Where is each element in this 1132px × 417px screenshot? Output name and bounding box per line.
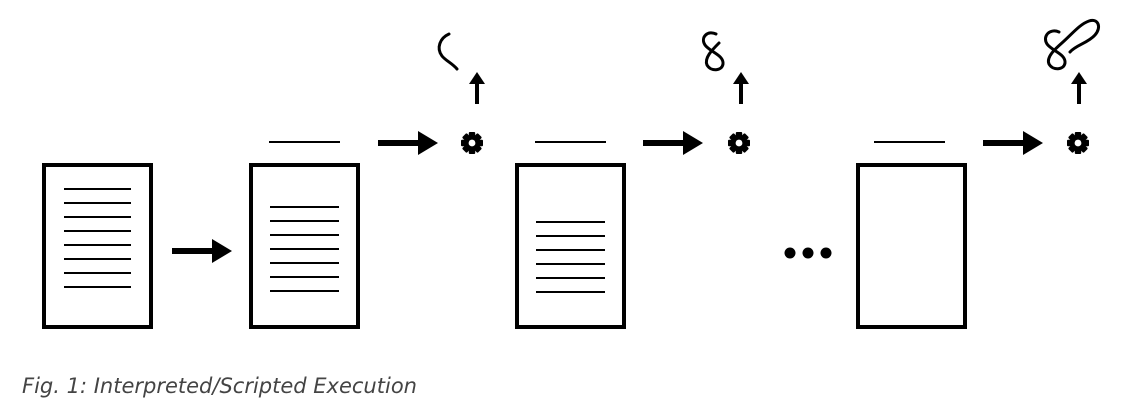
document-4	[856, 141, 967, 329]
up-arrow-icon	[469, 72, 485, 104]
document-1-lines	[64, 188, 131, 288]
document-3	[515, 141, 626, 329]
document-icon	[515, 163, 626, 329]
gear-icon	[1067, 132, 1089, 154]
execution-diagram	[42, 18, 1101, 329]
right-arrow-icon	[378, 131, 438, 155]
squiggle-icon	[1044, 18, 1101, 71]
document-1	[42, 163, 153, 329]
right-arrow-icon	[983, 131, 1043, 155]
gear-icon	[461, 132, 483, 154]
gear-icon	[728, 132, 750, 154]
squiggle-icon	[701, 31, 725, 72]
document-icon	[249, 163, 360, 329]
up-arrow-icon	[733, 72, 749, 104]
up-arrow-icon	[1071, 72, 1087, 104]
figure-caption: Fig. 1: Interpreted/Scripted Execution	[22, 374, 417, 398]
right-arrow-icon	[172, 239, 232, 263]
squiggle-icon	[437, 32, 459, 71]
document-2	[249, 141, 360, 329]
document-3-lines	[536, 221, 605, 293]
ellipsis-icon	[784, 247, 832, 259]
document-icon	[856, 163, 967, 329]
document-2-lines	[270, 206, 339, 292]
right-arrow-icon	[643, 131, 703, 155]
